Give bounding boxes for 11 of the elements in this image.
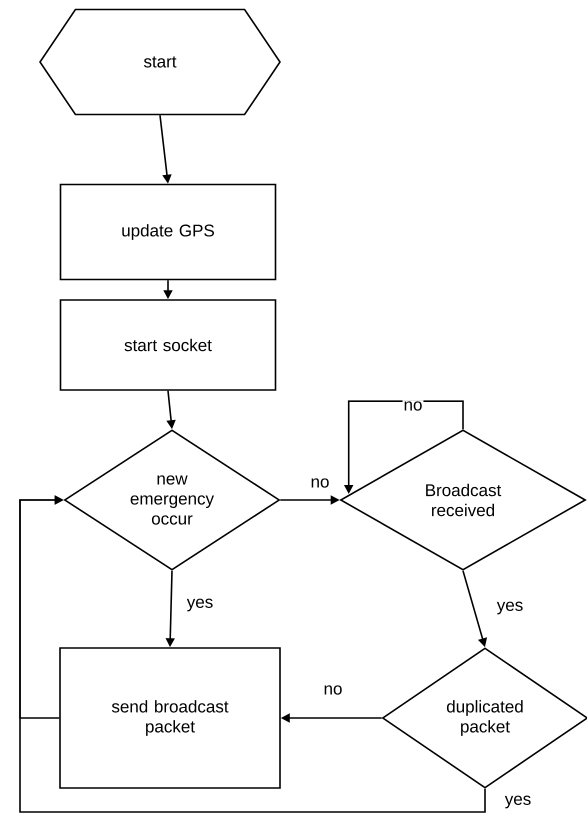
start-hexagon: start xyxy=(39,8,281,116)
edge-label: yes xyxy=(504,794,532,810)
edge-label: no xyxy=(402,400,424,412)
process-box: send broadcast packet xyxy=(59,647,281,789)
edge-label: no xyxy=(322,684,344,696)
edge-label: yes xyxy=(186,598,214,612)
arrow xyxy=(19,495,486,813)
edge-label: yes xyxy=(496,600,524,616)
process-box: update GPS xyxy=(60,184,276,280)
edge-label: no xyxy=(310,477,330,489)
process-box: start socket xyxy=(60,299,276,391)
